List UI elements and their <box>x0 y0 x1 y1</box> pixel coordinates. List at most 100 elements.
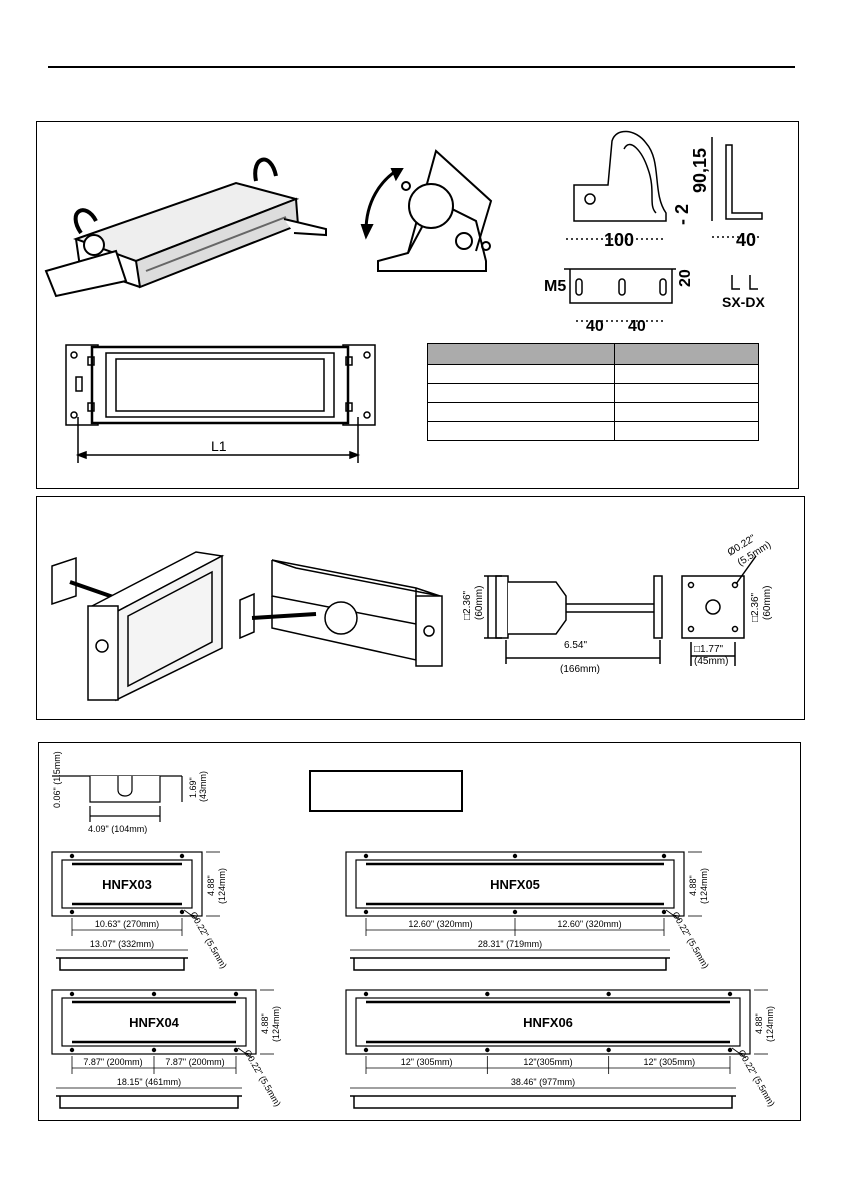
sx-dx-label: SX-DX <box>722 294 765 310</box>
table-row <box>427 364 759 384</box>
mount-hole <box>661 853 667 859</box>
model-name: HNFX06 <box>523 1015 573 1030</box>
hole-note: Ø0.22" (5.5mm) <box>670 910 711 970</box>
frame-outer <box>345 989 751 1055</box>
spec-table <box>427 343 759 441</box>
side-depth-in: 6.54" <box>564 640 587 651</box>
plate-pitch-mm: (45mm) <box>694 656 728 667</box>
spacing-40-a: 40 <box>586 318 604 335</box>
bracket-height-20: 20 <box>677 269 694 287</box>
total-label: 18.15" (461mm) <box>117 1077 181 1087</box>
mount-hole <box>727 1047 733 1053</box>
table-row <box>427 402 759 422</box>
table-cell <box>427 343 615 365</box>
pole-mount-side-view <box>484 575 663 664</box>
bracket-width-100: 100 <box>604 230 634 250</box>
height-in: 4.88" <box>260 1013 270 1034</box>
mount-hole <box>363 853 369 859</box>
luminaire-iso-drawing <box>44 157 327 298</box>
mount-hole <box>485 991 490 997</box>
spacing-label: 12.60" (320mm) <box>408 919 472 929</box>
spacing-label: 12" (305mm) <box>401 1057 453 1067</box>
clip-height-in: 1.69" <box>188 777 198 798</box>
mount-hole <box>69 853 75 859</box>
table-cell <box>614 343 759 365</box>
table-cell <box>427 364 615 384</box>
hole-note: Ø0.22" (5.5mm) <box>242 1048 283 1108</box>
bracket-side-profile <box>566 130 667 240</box>
height-in: 4.88" <box>206 875 216 896</box>
empty-label-box <box>309 770 463 812</box>
table-cell <box>614 364 759 384</box>
spacing-label: 7.87" (200mm) <box>83 1057 142 1067</box>
bracket-thickness: - 2 <box>672 204 692 225</box>
mount-hole <box>179 853 185 859</box>
frame-profile <box>350 1095 736 1109</box>
mount-hole <box>363 909 369 915</box>
frame-profile <box>56 1095 242 1109</box>
spacing-label: 12"(305mm) <box>523 1057 572 1067</box>
mount-hole <box>69 1047 75 1053</box>
total-label: 28.31" (719mm) <box>478 939 542 949</box>
model-hnfx06: 12" (305mm) 12"(305mm) 12" (305mm) HNFX06 4.… <box>345 989 777 1109</box>
pole-mount-iso-right <box>239 559 443 667</box>
front-view-drawing <box>65 344 376 463</box>
table-cell <box>614 383 759 403</box>
spacing-label: 12" (305mm) <box>643 1057 695 1067</box>
frame-outer <box>51 989 257 1055</box>
side-height-mm: (60mm) <box>474 586 485 620</box>
clip-thickness: 0.06" (1.5mm) <box>52 751 62 808</box>
frame-profile <box>56 957 188 971</box>
height-in: 4.88" <box>754 1013 764 1034</box>
hole-note: Ø0.22" (5.5mm) <box>188 910 229 970</box>
side-depth-mm: (166mm) <box>560 664 600 675</box>
hole-leader <box>665 909 681 921</box>
frame-outer <box>345 851 685 917</box>
mount-hole <box>606 1047 611 1053</box>
mount-hole <box>661 909 667 915</box>
frame-inner <box>61 997 247 1047</box>
mount-hole <box>363 991 369 997</box>
panel-pole-mount <box>36 496 805 720</box>
side-height-in: □2.36" <box>462 590 473 620</box>
hole-leader <box>183 909 199 921</box>
mount-hole <box>233 991 239 997</box>
plate-side-in: □2.36" <box>750 592 761 622</box>
pole-mount-iso-left <box>51 551 225 702</box>
tilt-bracket-drawing <box>360 149 493 272</box>
spacing-label: 12.60" (320mm) <box>557 919 621 929</box>
table-cell <box>614 421 759 441</box>
hole-leader <box>237 1047 253 1059</box>
table-cell <box>427 421 615 441</box>
mounting-plate-view <box>681 555 757 666</box>
height-mm: (124mm) <box>765 1006 775 1042</box>
height-mm: (124mm) <box>217 868 227 904</box>
spacing-40-b: 40 <box>628 318 646 335</box>
table-row <box>427 383 759 403</box>
panel3-drawings: 0.06" (1.5mm) 1.69" (43mm) 4.09" (104mm)… <box>51 751 777 1109</box>
table-row <box>427 421 759 441</box>
clip-height-mm: (43mm) <box>198 771 208 802</box>
frame-inner <box>355 997 741 1047</box>
bracket-height: 90,15 <box>690 148 710 193</box>
mount-hole <box>151 1047 157 1053</box>
mount-hole <box>363 1047 369 1053</box>
mount-hole <box>151 991 157 997</box>
clip-width: 4.09" (104mm) <box>88 824 147 834</box>
table-header-row <box>427 343 759 365</box>
table-cell <box>614 402 759 422</box>
sx-dx-symbol <box>731 275 758 290</box>
panel1-drawings: 100 - 2 90,15 40 M5 20 40 40 SX-DX <box>44 130 765 463</box>
height-mm: (124mm) <box>699 868 709 904</box>
mount-hole <box>69 909 75 915</box>
spacing-label: 7.87" (200mm) <box>165 1057 224 1067</box>
spacing-label: 10.63" (270mm) <box>95 919 159 929</box>
panel-recessed-mounting <box>38 742 801 1121</box>
model-name: HNFX03 <box>102 877 152 892</box>
frame-profile <box>350 957 670 971</box>
bracket-bottom-view <box>564 268 676 322</box>
thread-m5: M5 <box>544 278 566 295</box>
mount-hole <box>512 909 518 915</box>
